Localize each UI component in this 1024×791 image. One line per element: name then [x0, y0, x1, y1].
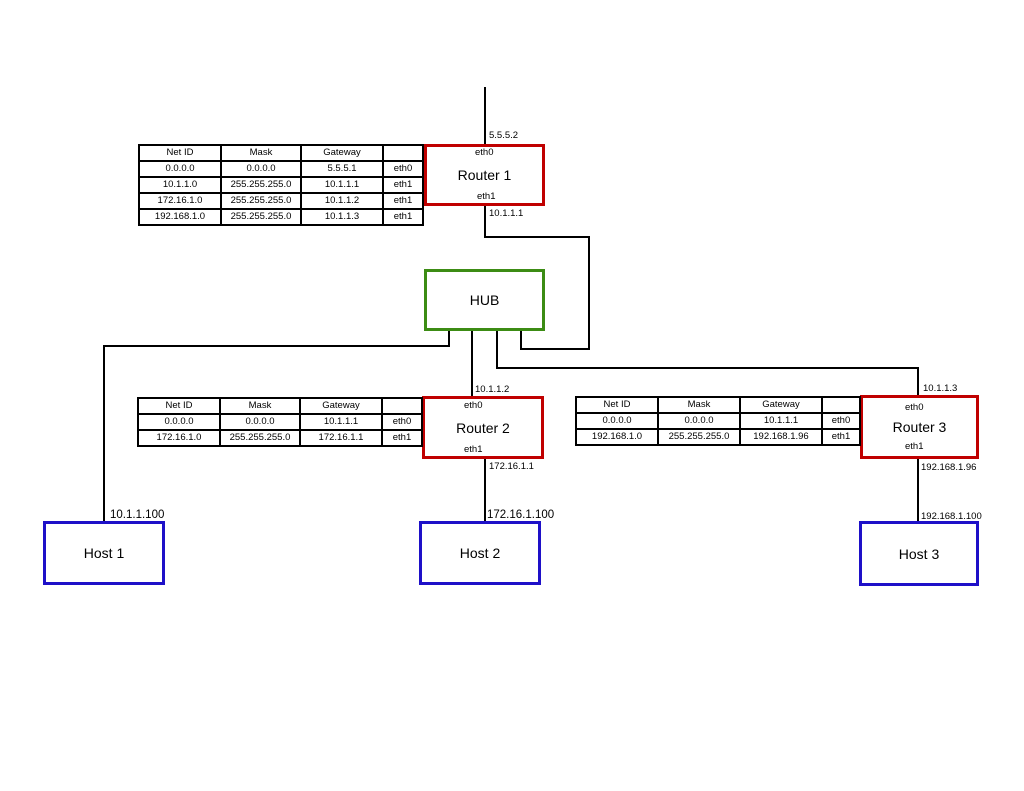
router-3-label: Router 3	[892, 419, 947, 435]
hub-host1-wire	[103, 330, 450, 523]
cell-gateway: 10.1.1.2	[300, 192, 384, 210]
cell-mask: 255.255.255.0	[219, 429, 301, 447]
hub-label: HUB	[469, 292, 500, 308]
table-row: 0.0.0.0 0.0.0.0 10.1.1.1 eth0	[137, 413, 423, 431]
table-row: 192.168.1.0 255.255.255.0 10.1.1.3 eth1	[138, 208, 424, 226]
cell-mask: 0.0.0.0	[219, 413, 301, 431]
cell-mask: 0.0.0.0	[220, 160, 302, 178]
table-row: 192.168.1.0 255.255.255.0 192.168.1.96 e…	[575, 428, 861, 446]
header-net-id: Net ID	[575, 396, 659, 414]
cell-net-id: 0.0.0.0	[137, 413, 221, 431]
cell-net-id: 10.1.1.0	[138, 176, 222, 194]
header-gateway: Gateway	[300, 144, 384, 162]
host-3-label: Host 3	[898, 545, 940, 562]
cell-mask: 255.255.255.0	[220, 192, 302, 210]
table-row: 10.1.1.0 255.255.255.0 10.1.1.1 eth1	[138, 176, 424, 194]
hub[interactable]: HUB	[424, 269, 545, 331]
header-net-id: Net ID	[138, 144, 222, 162]
routing-table-router-3: Net ID Mask Gateway 0.0.0.0 0.0.0.0 10.1…	[575, 396, 861, 446]
table-row: 0.0.0.0 0.0.0.0 10.1.1.1 eth0	[575, 412, 861, 430]
router-1-ip-top: 5.5.5.2	[489, 130, 519, 141]
table-row: 172.16.1.0 255.255.255.0 172.16.1.1 eth1	[137, 429, 423, 447]
routing-table-router-1: Net ID Mask Gateway 0.0.0.0 0.0.0.0 5.5.…	[138, 144, 424, 226]
router-3-ip-top: 10.1.1.3	[923, 383, 958, 394]
cell-gateway: 10.1.1.1	[300, 176, 384, 194]
cell-interface: eth1	[382, 192, 424, 210]
header-interface	[382, 144, 424, 162]
header-mask: Mask	[219, 397, 301, 415]
header-gateway: Gateway	[299, 397, 383, 415]
cell-interface: eth0	[382, 160, 424, 178]
cell-interface: eth1	[382, 208, 424, 226]
cell-gateway: 5.5.5.1	[300, 160, 384, 178]
cell-mask: 255.255.255.0	[657, 428, 741, 446]
routing-table-router-2: Net ID Mask Gateway 0.0.0.0 0.0.0.0 10.1…	[137, 397, 423, 447]
router-2-port-bottom: eth1	[464, 444, 483, 455]
host-1-ip: 10.1.1.100	[110, 509, 165, 521]
cell-interface: eth1	[381, 429, 423, 447]
cell-interface: eth0	[821, 412, 861, 430]
cell-interface: eth0	[381, 413, 423, 431]
cell-net-id: 0.0.0.0	[575, 412, 659, 430]
host-3[interactable]: Host 3	[859, 521, 979, 586]
router-3-port-bottom: eth1	[905, 441, 924, 452]
cell-net-id: 172.16.1.0	[137, 429, 221, 447]
cell-mask: 255.255.255.0	[220, 176, 302, 194]
cell-net-id: 192.168.1.0	[575, 428, 659, 446]
cell-gateway: 192.168.1.96	[739, 428, 823, 446]
router-1-port-bottom: eth1	[477, 191, 496, 202]
cell-net-id: 192.168.1.0	[138, 208, 222, 226]
table-row: 0.0.0.0 0.0.0.0 5.5.5.1 eth0	[138, 160, 424, 178]
cell-mask: 255.255.255.0	[220, 208, 302, 226]
header-mask: Mask	[220, 144, 302, 162]
router-3-ip-bottom: 192.168.1.96	[921, 462, 977, 473]
r1-hub-wire	[484, 205, 590, 350]
header-mask: Mask	[657, 396, 741, 414]
host-2-ip: 172.16.1.100	[487, 509, 555, 521]
router-2[interactable]: Router 2	[422, 396, 544, 459]
cell-mask: 0.0.0.0	[657, 412, 741, 430]
router-2-port-top: eth0	[464, 400, 483, 411]
router-2-label: Router 2	[456, 419, 510, 436]
header-gateway: Gateway	[739, 396, 823, 414]
host-1[interactable]: Host 1	[43, 521, 165, 585]
cell-interface: eth1	[382, 176, 424, 194]
table-header-row: Net ID Mask Gateway	[137, 397, 423, 415]
cell-gateway: 10.1.1.1	[299, 413, 383, 431]
host-3-ip: 192.168.1.100	[921, 511, 982, 522]
cell-gateway: 172.16.1.1	[299, 429, 383, 447]
table-header-row: Net ID Mask Gateway	[575, 396, 861, 414]
cell-gateway: 10.1.1.1	[739, 412, 823, 430]
header-net-id: Net ID	[137, 397, 221, 415]
hub-r3-wire	[496, 330, 919, 397]
cell-gateway: 10.1.1.3	[300, 208, 384, 226]
table-row: 172.16.1.0 255.255.255.0 10.1.1.2 eth1	[138, 192, 424, 210]
host-2-label: Host 2	[459, 545, 501, 561]
router-1-port-top: eth0	[475, 147, 494, 158]
header-interface	[821, 396, 861, 414]
router-2-ip-bottom: 172.16.1.1	[489, 461, 534, 472]
router-1-label: Router 1	[457, 167, 512, 183]
table-header-row: Net ID Mask Gateway	[138, 144, 424, 162]
header-interface	[381, 397, 423, 415]
router-1[interactable]: Router 1	[424, 144, 545, 206]
cell-interface: eth1	[821, 428, 861, 446]
router-1-ip-bottom: 10.1.1.1	[489, 208, 524, 219]
router-2-ip-top: 10.1.1.2	[475, 384, 510, 395]
cell-net-id: 0.0.0.0	[138, 160, 222, 178]
cell-net-id: 172.16.1.0	[138, 192, 222, 210]
router-3-port-top: eth0	[905, 402, 924, 413]
host-2[interactable]: Host 2	[419, 521, 541, 585]
router-3[interactable]: Router 3	[860, 395, 979, 459]
host-1-label: Host 1	[83, 545, 125, 561]
